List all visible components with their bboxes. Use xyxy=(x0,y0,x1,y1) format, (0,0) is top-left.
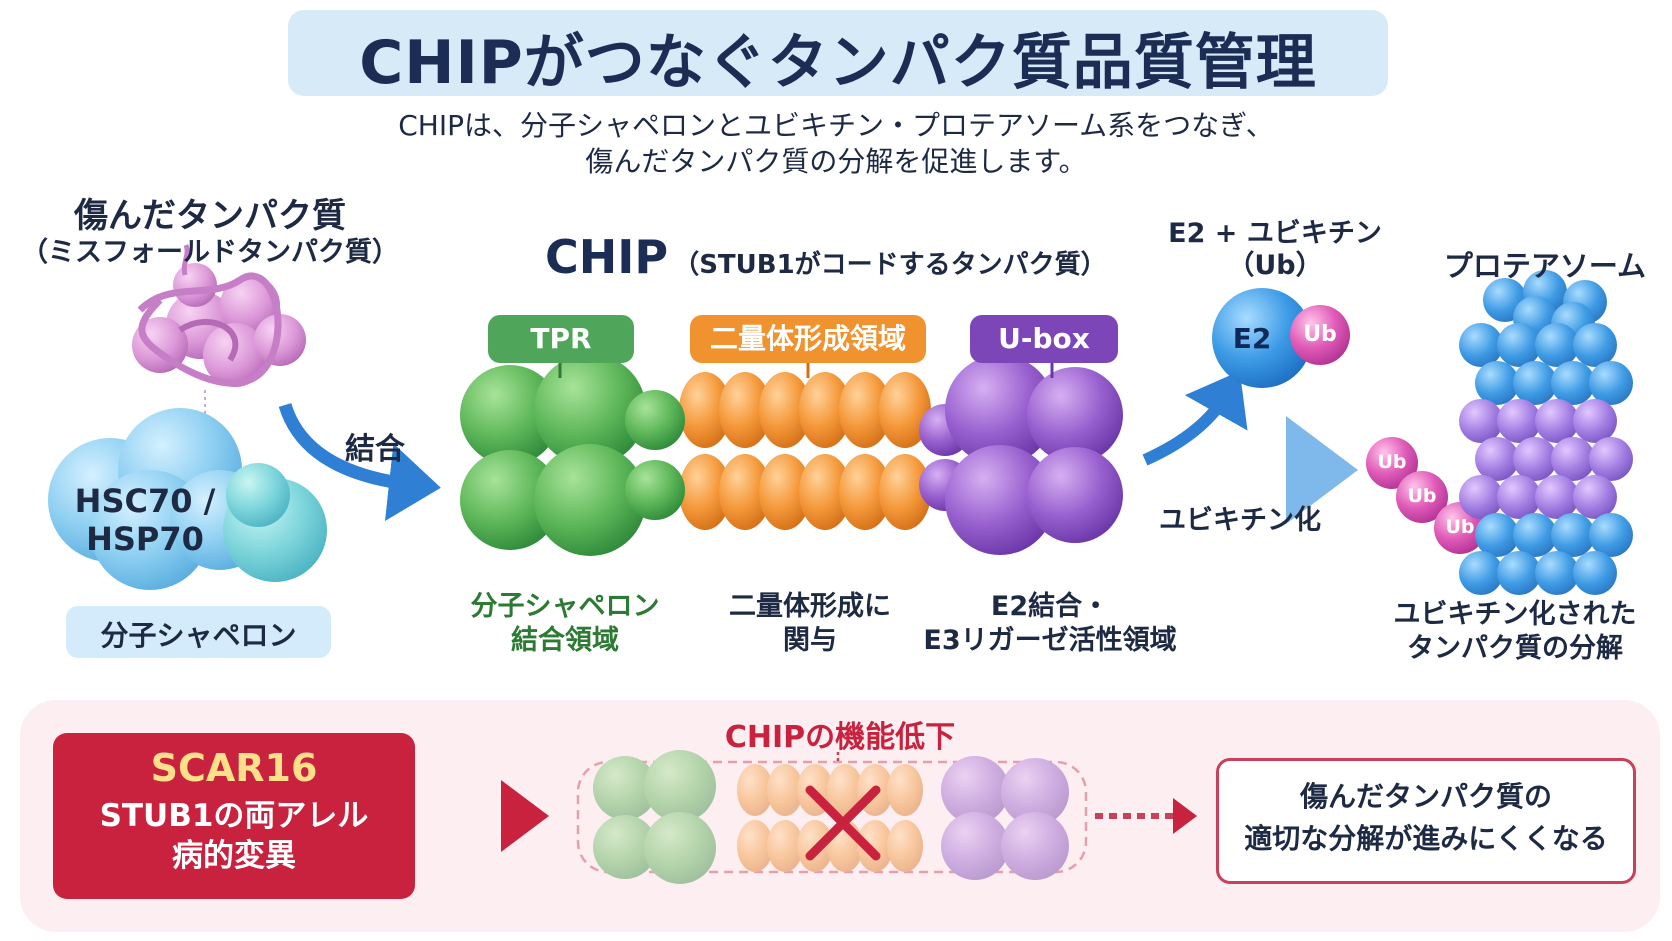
dimerization-domain-caption: 二量体形成に 関与 xyxy=(700,590,920,658)
proteasome-subunit xyxy=(1589,437,1633,481)
ubox-domain-label: U-box xyxy=(970,315,1118,363)
chaperone-icon xyxy=(48,408,327,590)
result-text: 傷んだタンパク質の 適切な分解が進みにくくなる xyxy=(1216,776,1636,860)
proteasome-caption-line-2: タンパク質の分解 xyxy=(1407,633,1623,664)
proteasome-subunit xyxy=(1535,551,1579,595)
e2-enzyme-icon xyxy=(1212,288,1312,388)
proteasome-subunit xyxy=(1459,551,1503,595)
ub-chain-label-2: Ub xyxy=(1407,485,1437,507)
proteasome-subunit xyxy=(1551,437,1595,481)
result-line-1: 傷んだタンパク質の xyxy=(1299,780,1552,813)
chaperone-label-pill xyxy=(66,606,331,658)
proteasome-subunit xyxy=(1535,323,1579,367)
chaperone-name: HSC70 / HSP70 xyxy=(60,482,230,558)
proteasome-subunit xyxy=(1497,475,1541,519)
subtitle-line-1: CHIPは、分子シャペロンとユビキチン・プロテアソーム系をつなぎ、 xyxy=(398,109,1274,142)
ub-label: Ub xyxy=(1303,322,1337,347)
dimerization-coil-top xyxy=(679,372,931,448)
proteasome-subunit xyxy=(1535,399,1579,443)
scar16-description: STUB1の両アレル 病的変異 xyxy=(53,796,415,876)
scar16-name: SCAR16 xyxy=(150,746,318,790)
proteasome-caption-line-1: ユビキチン化された xyxy=(1393,599,1637,630)
ubox-caption-line-2: E3リガーゼ活性領域 xyxy=(923,625,1177,656)
dimerization-domain-label: 二量体形成領域 xyxy=(690,315,926,363)
misfolded-title: 傷んだタンパク質 xyxy=(74,196,346,236)
ubiquitin-icon xyxy=(1290,305,1350,365)
proteasome-subunit xyxy=(1573,399,1617,443)
proteasome-subunit xyxy=(1475,513,1519,557)
faded-chip-icon xyxy=(576,750,1088,884)
proteasome-subunit xyxy=(1551,361,1595,405)
binding-arrow xyxy=(278,402,441,521)
proteasome-subunit xyxy=(1513,361,1557,405)
e2-title-line-2: （Ub） xyxy=(1227,250,1323,281)
scar16-box xyxy=(53,733,415,899)
proteasome-subunit xyxy=(1475,437,1519,481)
proteasome-subunit xyxy=(1573,323,1617,367)
ubiquitination-label: ユビキチン化 xyxy=(1159,505,1321,536)
tpr-domain-label: TPR xyxy=(488,315,634,363)
misfolded-subtitle: （ミスフォールドタンパク質） xyxy=(21,237,399,268)
proteasome-subunit xyxy=(1573,551,1617,595)
tpr-domain-caption: 分子シャペロン 結合領域 xyxy=(450,590,680,658)
tpr-caption-line-1: 分子シャペロン xyxy=(470,591,660,622)
proteasome-subunit xyxy=(1497,323,1541,367)
chip-heading: CHIP （STUB1がコードするタンパク質） xyxy=(545,230,1145,284)
to-e2-arrow xyxy=(1142,371,1248,466)
proteasome-subunit xyxy=(1551,513,1595,557)
e2-title: E2 + ユビキチン （Ub） xyxy=(1150,218,1400,282)
dimerization-caption-line-1: 二量体形成に xyxy=(729,591,891,622)
proteasome-subunit xyxy=(1513,513,1557,557)
result-line-2: 適切な分解が進みにくくなる xyxy=(1244,822,1608,855)
ubox-domain-icon xyxy=(919,355,1123,555)
subtitle-line-2: 傷んだタンパク質の分解を促進します。 xyxy=(585,145,1087,178)
scar16-line-2: 病的変異 xyxy=(172,838,296,874)
chip-title: CHIP xyxy=(545,230,669,284)
proteasome-caption: ユビキチン化された タンパク質の分解 xyxy=(1370,598,1660,666)
proteasome-subunit xyxy=(1459,475,1503,519)
chip-note: （STUB1がコードするタンパク質） xyxy=(673,250,1107,280)
proteasome-title: プロテアソーム xyxy=(1443,249,1647,283)
e2-title-line-1: E2 + ユビキチン xyxy=(1168,218,1382,249)
cross-icon xyxy=(805,785,881,861)
title-banner xyxy=(288,10,1388,96)
result-box xyxy=(1216,758,1636,884)
chaperone-label: 分子シャペロン xyxy=(100,619,297,652)
chaperone-name-line-1: HSC70 / xyxy=(74,482,216,520)
dimerization-coil-bottom xyxy=(679,454,931,530)
chip-protein-icon xyxy=(460,354,1123,556)
proteasome-subunit xyxy=(1459,323,1503,367)
ub-chain-label-1: Ub xyxy=(1377,451,1407,473)
tpr-domain-icon xyxy=(460,354,685,556)
proteasome-subunit xyxy=(1497,551,1541,595)
misfolded-protein-icon xyxy=(132,244,306,387)
e2-label: E2 xyxy=(1232,322,1272,355)
dimerization-caption-line-2: 関与 xyxy=(783,625,837,656)
ubox-caption-line-1: E2結合・ xyxy=(990,591,1110,622)
tpr-caption-line-2: 結合領域 xyxy=(511,625,619,656)
proteasome-subunit xyxy=(1497,399,1541,443)
ub-chain-icon xyxy=(1366,437,1486,554)
scar16-line-1: STUB1の両アレル xyxy=(99,798,369,834)
proteasome-subunit xyxy=(1589,513,1633,557)
proteasome-subunit xyxy=(1513,437,1557,481)
proteasome-subunit xyxy=(1475,361,1519,405)
proteasome-icon xyxy=(1459,270,1633,595)
page-title: CHIPがつなぐタンパク質品質管理 xyxy=(359,28,1317,98)
chip-loss-label: CHIPの機能低下 xyxy=(724,720,956,755)
proteasome-subunit xyxy=(1459,399,1503,443)
proteasome-subunit xyxy=(1573,475,1617,519)
chaperone-name-line-2: HSP70 xyxy=(86,520,204,558)
ubox-domain-caption: E2結合・ E3リガーゼ活性領域 xyxy=(900,590,1200,658)
ub-chain-label-3: Ub xyxy=(1445,516,1475,538)
binding-label: 結合 xyxy=(345,432,405,467)
proteasome-subunit xyxy=(1535,475,1579,519)
proteasome-subunit xyxy=(1589,361,1633,405)
